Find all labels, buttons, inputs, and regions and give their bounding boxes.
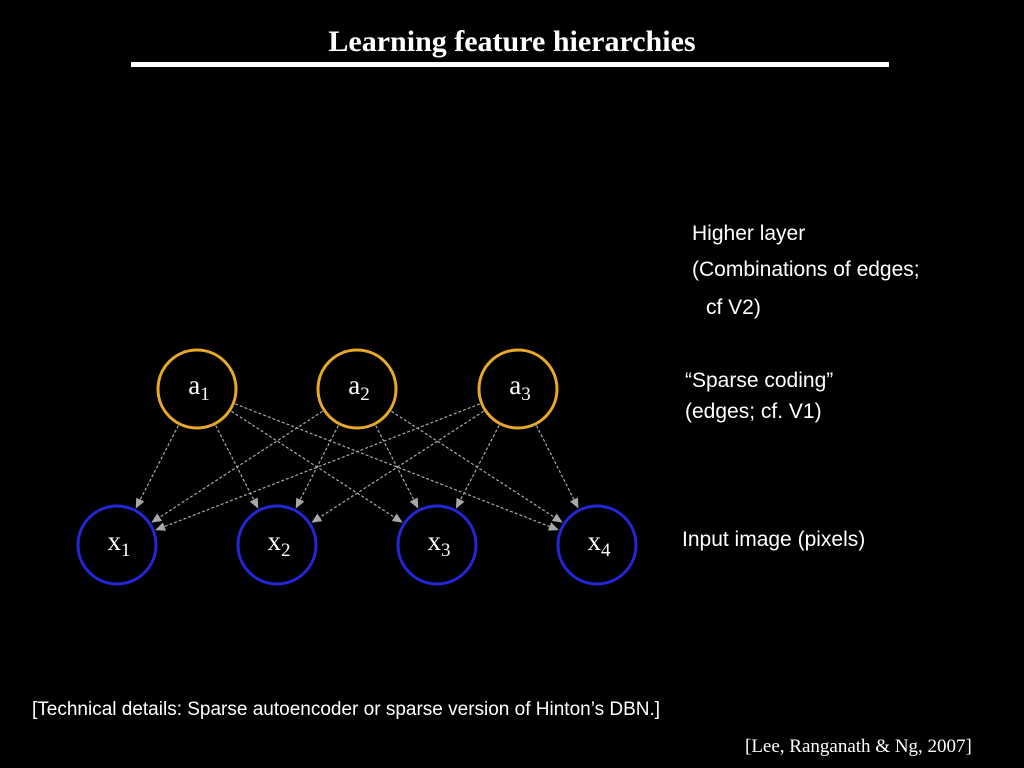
node-variable: a — [348, 370, 360, 400]
hidden-node-a2: a2 — [316, 348, 398, 430]
node-variable: x — [108, 526, 122, 556]
sparse-coding-label: “Sparse coding” — [685, 369, 834, 392]
hidden-node-a1: a1 — [156, 348, 238, 430]
node-subscript: 3 — [441, 540, 451, 561]
input-node-label: x4 — [588, 526, 612, 561]
edge-a2-to-x3 — [375, 425, 419, 509]
hidden-node-label: a2 — [348, 370, 369, 405]
node-variable: a — [509, 370, 521, 400]
input-node-circle — [76, 504, 158, 586]
node-subscript: 2 — [360, 384, 370, 405]
node-variable: x — [588, 526, 602, 556]
higher-layer-description: (Combinations of edges; — [692, 258, 920, 281]
hidden-node-circle — [477, 348, 559, 430]
node-subscript: 3 — [521, 384, 531, 405]
hidden-node-label: a1 — [188, 370, 209, 405]
hidden-node-circle — [156, 348, 238, 430]
node-variable: a — [188, 370, 200, 400]
edge-a2-to-x2 — [295, 425, 339, 509]
input-node-x2: x2 — [236, 504, 318, 586]
input-node-x3: x3 — [396, 504, 478, 586]
higher-layer-reference: cf V2) — [706, 296, 761, 319]
input-node-x4: x4 — [556, 504, 638, 586]
input-node-circle — [556, 504, 638, 586]
node-subscript: 1 — [200, 384, 210, 405]
sparse-coding-description: (edges; cf. V1) — [685, 400, 822, 423]
hidden-node-a3: a3 — [477, 348, 559, 430]
edge-a2-to-x1 — [151, 410, 323, 523]
slide-title: Learning feature hierarchies — [328, 25, 696, 58]
edge-a3-to-x3 — [455, 425, 500, 509]
edge-a1-to-x1 — [135, 425, 179, 509]
edge-a3-to-x1 — [155, 403, 481, 531]
input-node-label: x1 — [108, 526, 131, 561]
title-underline — [131, 62, 889, 67]
node-variable: x — [428, 526, 442, 556]
input-node-label: x2 — [268, 526, 291, 561]
citation: [Lee, Ranganath & Ng, 2007] — [745, 736, 972, 757]
technical-details-footnote: [Technical details: Sparse autoencoder o… — [32, 699, 661, 720]
edge-a1-to-x4 — [234, 403, 559, 531]
hidden-node-circle — [316, 348, 398, 430]
node-subscript: 4 — [601, 540, 611, 561]
input-node-circle — [396, 504, 478, 586]
input-node-x1: x1 — [76, 504, 158, 586]
hidden-node-label: a3 — [509, 370, 530, 405]
node-variable: x — [268, 526, 282, 556]
edge-a3-to-x2 — [311, 410, 484, 523]
node-subscript: 1 — [121, 540, 131, 561]
edge-a3-to-x4 — [535, 425, 579, 509]
node-subscript: 2 — [281, 540, 291, 561]
input-layer-label: Input image (pixels) — [682, 528, 866, 551]
edge-a2-to-x4 — [391, 410, 563, 523]
input-node-label: x3 — [428, 526, 451, 561]
higher-layer-label: Higher layer — [692, 222, 806, 245]
input-node-circle — [236, 504, 318, 586]
